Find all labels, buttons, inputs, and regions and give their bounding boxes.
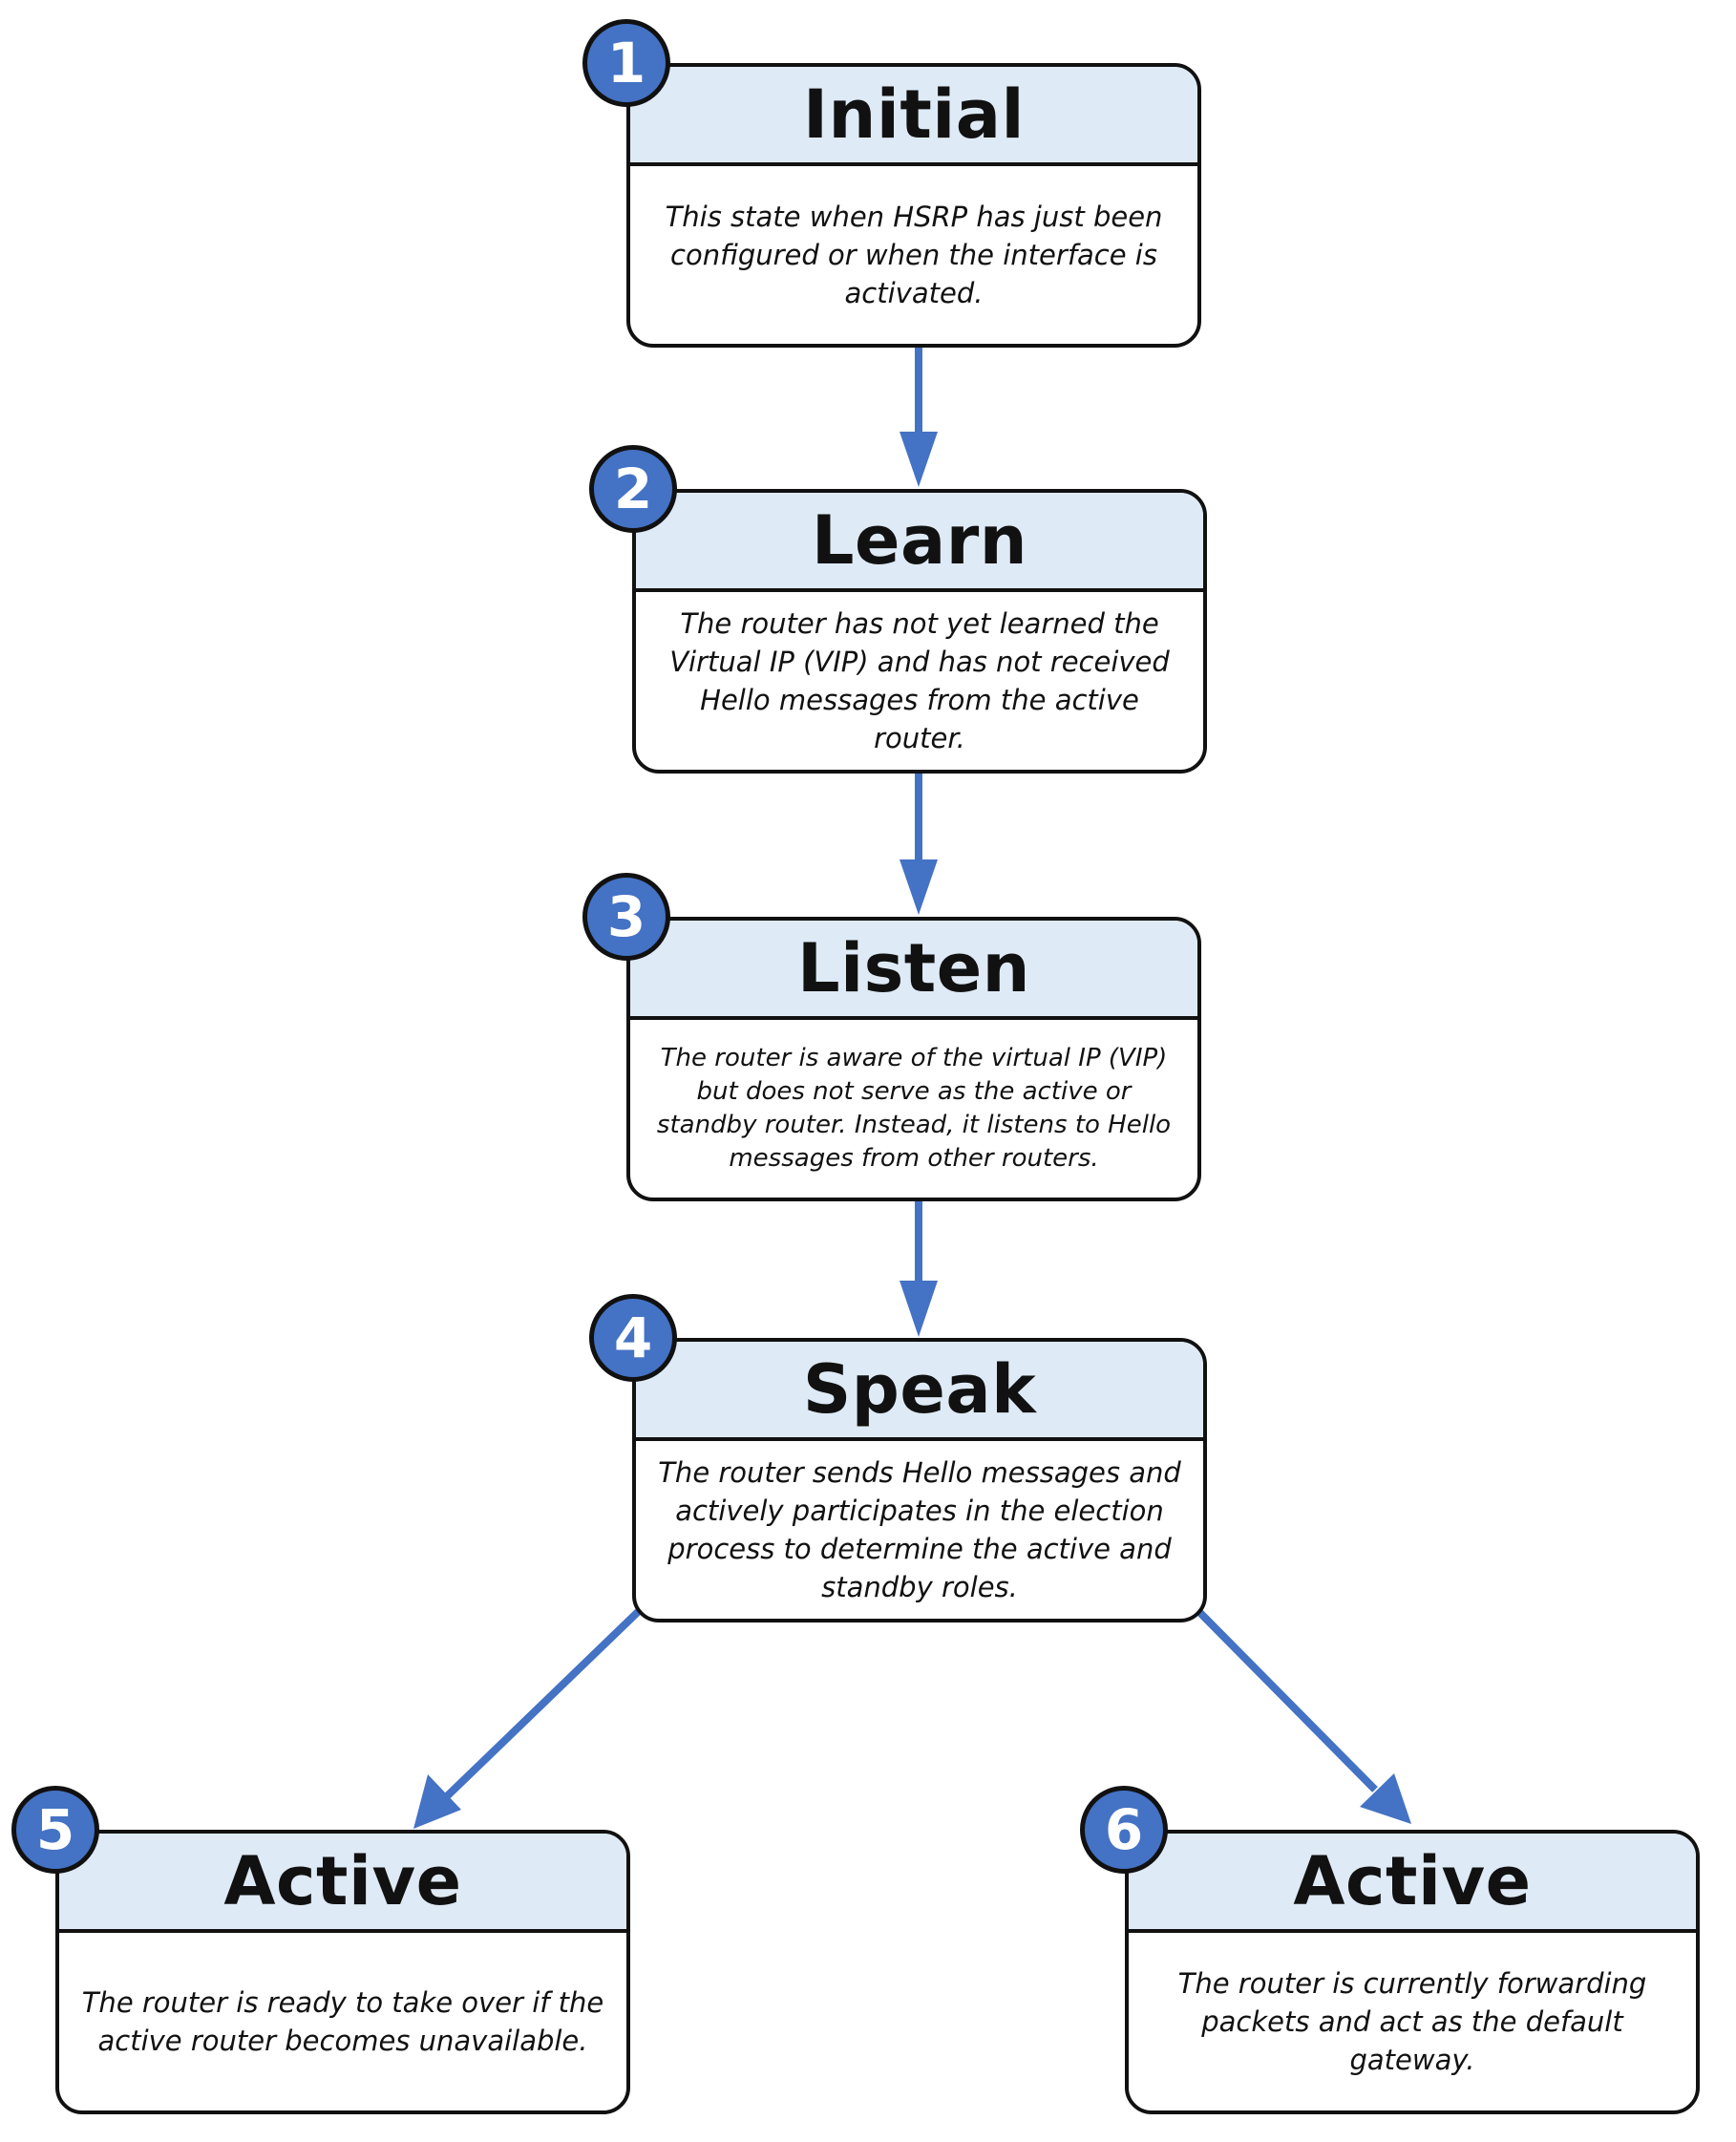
state-header: Initial	[630, 67, 1197, 166]
state-description: The router sends Hello messages and acti…	[658, 1456, 1181, 1603]
state-box-speak: Speak The router sends Hello messages an…	[632, 1338, 1207, 1622]
state-description: This state when HSRP has just been confi…	[665, 201, 1163, 309]
step-badge: 4	[589, 1294, 677, 1382]
step-number: 1	[606, 31, 646, 95]
state-description: The router is currently forwarding packe…	[1177, 1967, 1647, 2076]
state-title: Listen	[796, 929, 1031, 1007]
state-header: Listen	[630, 921, 1197, 1020]
step-number: 3	[606, 884, 646, 949]
state-title: Speak	[802, 1350, 1037, 1429]
step-number: 5	[35, 1797, 75, 1862]
state-header: Learn	[636, 493, 1203, 592]
arrow-4-to-5	[413, 1607, 643, 1829]
state-title: Active	[1293, 1842, 1532, 1920]
arrow-4-to-6	[1195, 1607, 1411, 1824]
step-badge: 3	[582, 873, 670, 961]
state-box-active-forwarding: Active The router is currently forwardin…	[1125, 1830, 1700, 2114]
state-header: Active	[59, 1834, 626, 1933]
state-body: This state when HSRP has just been confi…	[630, 166, 1197, 344]
state-box-initial: Initial This state when HSRP has just be…	[626, 63, 1201, 348]
state-body: The router is ready to take over if the …	[59, 1933, 626, 2110]
arrow-1-to-2	[900, 347, 938, 487]
step-number: 2	[613, 456, 653, 521]
step-badge: 5	[11, 1786, 99, 1874]
state-description: The router is aware of the virtual IP (V…	[656, 1044, 1172, 1173]
state-body: The router sends Hello messages and acti…	[636, 1441, 1203, 1619]
state-box-active-standby: Active The router is ready to take over …	[55, 1830, 630, 2114]
state-body: The router has not yet learned the Virtu…	[636, 592, 1203, 770]
state-header: Speak	[636, 1342, 1203, 1441]
state-box-learn: Learn The router has not yet learned the…	[632, 489, 1207, 774]
state-body: The router is aware of the virtual IP (V…	[630, 1020, 1197, 1198]
step-number: 6	[1104, 1797, 1144, 1862]
state-title: Active	[223, 1842, 462, 1920]
step-number: 4	[613, 1305, 653, 1370]
step-badge: 6	[1080, 1786, 1168, 1874]
state-body: The router is currently forwarding packe…	[1129, 1933, 1696, 2110]
step-badge: 1	[582, 19, 670, 107]
state-title: Learn	[811, 501, 1028, 580]
state-description: The router is ready to take over if the …	[81, 1986, 604, 2057]
arrow-2-to-3	[900, 774, 938, 915]
state-header: Active	[1129, 1834, 1696, 1933]
state-box-listen: Listen The router is aware of the virtua…	[626, 917, 1201, 1201]
state-description: The router has not yet learned the Virtu…	[669, 607, 1170, 754]
state-title: Initial	[802, 75, 1026, 154]
arrow-3-to-4	[900, 1201, 938, 1337]
step-badge: 2	[589, 445, 677, 533]
